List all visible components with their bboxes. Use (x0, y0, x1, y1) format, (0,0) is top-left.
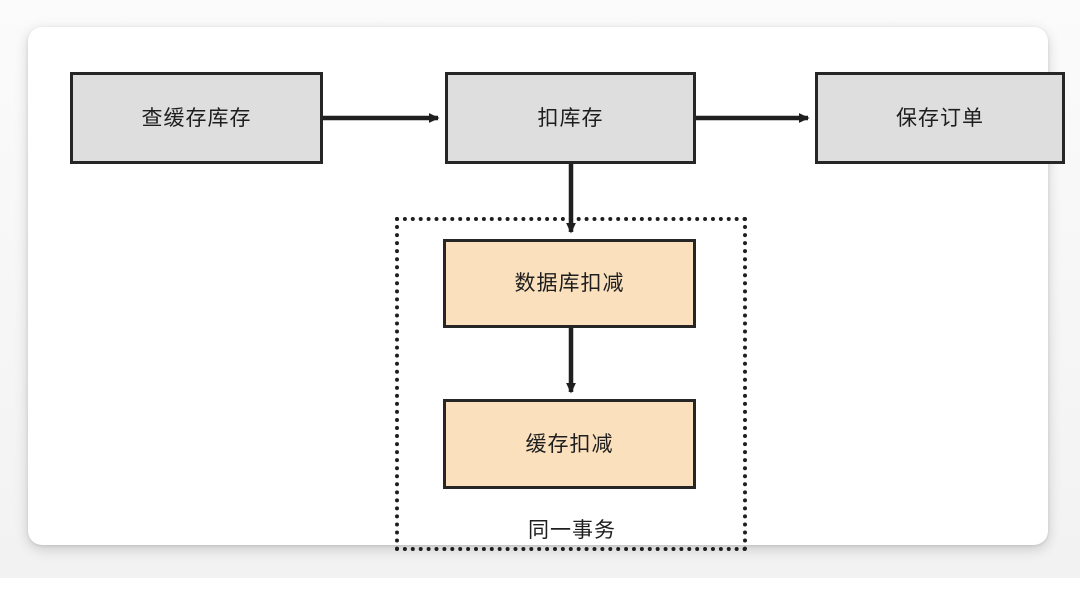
node-label: 查缓存库存 (141, 105, 252, 130)
diagram-card: 查缓存库存 扣库存 保存订单 数据库扣减 缓存扣减 同一事务 (28, 27, 1065, 551)
node-save-order[interactable]: 保存订单 (815, 72, 1065, 164)
node-deduct-stock[interactable]: 扣库存 (445, 72, 696, 164)
node-label: 保存订单 (896, 105, 984, 130)
node-label: 缓存扣减 (525, 431, 614, 456)
node-label: 扣库存 (537, 105, 604, 130)
node-cache-deduct[interactable]: 缓存扣减 (443, 399, 696, 489)
transaction-group-label-text: 同一事务 (528, 518, 616, 542)
node-check-cache-stock[interactable]: 查缓存库存 (70, 72, 323, 164)
node-db-deduct[interactable]: 数据库扣减 (443, 239, 696, 328)
node-label: 数据库扣减 (514, 271, 625, 295)
diagram-canvas: 查缓存库存 扣库存 保存订单 数据库扣减 缓存扣减 同一事务 (0, 0, 1080, 578)
transaction-group-label: 同一事务 (508, 514, 636, 544)
